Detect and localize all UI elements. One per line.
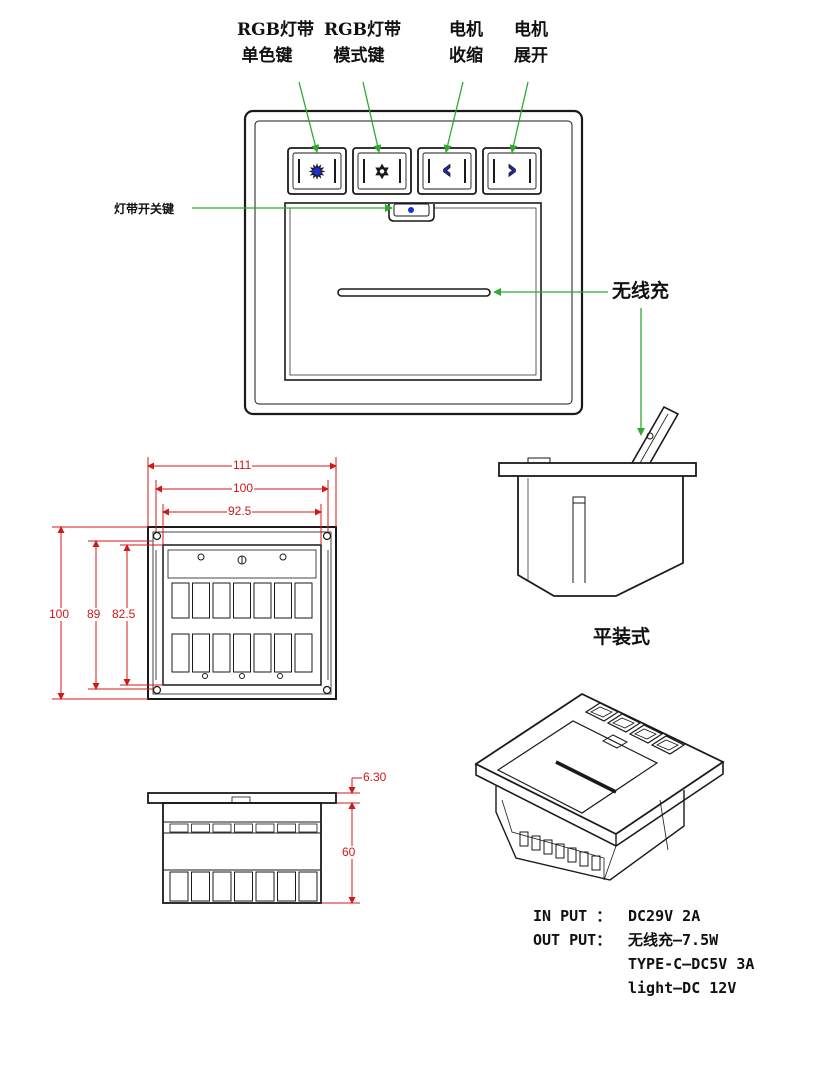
iso-switch: [601, 734, 629, 749]
cell-1-5: [274, 633, 292, 673]
star-icon: ✡: [374, 162, 389, 183]
label-wireless-charge: 无线充: [612, 280, 670, 302]
label-motor-retract-1: 电机: [449, 20, 483, 40]
cell-1-3: [233, 633, 251, 673]
iso-key-2: [606, 713, 642, 733]
label-rgb-mode-2: 模式键: [333, 46, 385, 66]
iso-cell-2: [543, 839, 553, 855]
cell-1-4: [253, 633, 272, 673]
button-strip: ✹ ✡ ‹ ›: [287, 147, 542, 195]
spec-output-label: OUT PUT：: [533, 931, 612, 949]
dimension-lines: [52, 457, 362, 904]
side-cells: [169, 823, 318, 902]
side-tab-5: [277, 823, 296, 833]
cell-1-1: [192, 633, 210, 673]
side-tab-6: [298, 823, 318, 833]
dim-width-outer: 111: [232, 458, 253, 472]
dim-height-outer: 100: [48, 607, 71, 621]
dim-height-inner: 82.5: [111, 607, 137, 621]
iso-cell-5: [579, 851, 589, 867]
side-tab-2: [212, 823, 232, 833]
side-cell-3: [234, 871, 253, 902]
label-motor-extend-2: 展开: [514, 46, 548, 66]
leader-lines: [192, 81, 645, 436]
iso-key-1: [584, 702, 620, 722]
cell-1-0: [171, 633, 190, 673]
iso-cell-1: [531, 835, 541, 851]
key-2[interactable]: ✡: [352, 147, 412, 195]
dim-height-mid: 89: [86, 607, 102, 621]
cell-1-2: [212, 633, 231, 673]
side-cell-1: [191, 871, 210, 902]
side-tab-4: [255, 823, 275, 833]
cell-0-4: [253, 582, 272, 619]
side-cell-6: [298, 871, 318, 902]
side-view: [147, 792, 337, 904]
iso-key-3: [628, 724, 664, 744]
key-3[interactable]: ‹: [417, 147, 477, 195]
spec-output-line-1: 无线充—7.5W: [628, 931, 719, 949]
label-rgb-single-1: RGB灯带: [237, 20, 315, 40]
label-motor-retract-2: 收缩: [449, 46, 483, 66]
side-cell-0: [169, 871, 189, 902]
dim-width-mid: 100: [232, 481, 255, 495]
wireless-charge-slot: [337, 288, 491, 297]
cell-0-1: [192, 582, 210, 619]
key-4[interactable]: ›: [482, 147, 542, 195]
side-cell-5: [277, 871, 296, 902]
iso-key-4: [650, 735, 686, 755]
sun-icon: ✹: [309, 162, 324, 183]
battery-cells: [171, 582, 313, 673]
cell-0-2: [212, 582, 231, 619]
iso-key-inner-3: [634, 728, 657, 740]
iso-cells: [519, 831, 601, 871]
isometric-view: [474, 692, 725, 881]
iso-cell-4: [567, 847, 577, 863]
iso-cell-0: [519, 831, 529, 847]
label-rgb-single-2: 单色键: [241, 46, 293, 66]
cell-0-0: [171, 582, 190, 619]
switch-dot-icon: [408, 207, 414, 213]
label-light-switch: 灯带开关键: [114, 202, 175, 216]
spec-output-line-3: light—DC 12V: [628, 979, 737, 997]
spec-output-line-2: TYPE-C—DC5V 3A: [628, 955, 755, 973]
iso-cell-3: [555, 843, 565, 859]
iso-buttons: [584, 702, 686, 755]
side-tab-3: [234, 823, 253, 833]
label-motor-extend-1: 电机: [514, 20, 548, 40]
spec-input-label: IN PUT ：: [533, 907, 612, 925]
label-flat-mount: 平装式: [593, 626, 651, 648]
cell-0-3: [233, 582, 251, 619]
light-switch-key[interactable]: [388, 203, 435, 222]
cell-0-6: [294, 582, 313, 619]
iso-cell-6: [591, 855, 601, 871]
bottom-view: [147, 526, 337, 700]
iso-key-inner-1: [590, 706, 613, 718]
key-1[interactable]: ✹: [287, 147, 347, 195]
cell-0-5: [274, 582, 292, 619]
dim-depth: 60: [341, 845, 357, 859]
side-cell-4: [255, 871, 275, 902]
side-tab-1: [191, 823, 210, 833]
chevron-right-icon: ›: [507, 155, 518, 185]
top-view: ✹ ✡ ‹ ›: [243, 109, 584, 416]
iso-key-inner-4: [656, 739, 679, 751]
chevron-left-icon: ‹: [442, 155, 453, 185]
side-view-with-lid: [498, 405, 697, 597]
dim-flange: 6.30: [362, 770, 388, 784]
side-tab-0: [169, 823, 189, 833]
iso-key-inner-2: [612, 717, 635, 729]
label-rgb-mode-1: RGB灯带: [324, 20, 402, 40]
side-cell-2: [212, 871, 232, 902]
dim-width-inner: 92.5: [227, 504, 253, 518]
spec-input-value: DC29V 2A: [628, 907, 701, 925]
cell-1-6: [294, 633, 313, 673]
